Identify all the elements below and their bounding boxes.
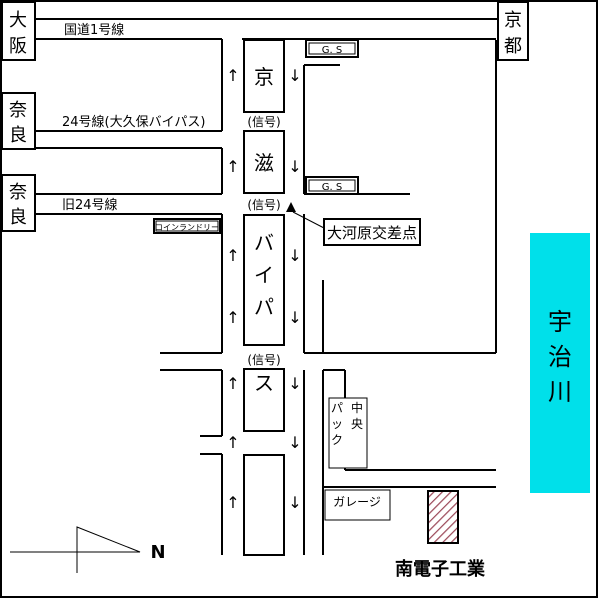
destination-signs: 大 阪 京 都 奈 良 奈 良 bbox=[1, 1, 529, 232]
up-arrow-icon: ↑ bbox=[226, 246, 239, 265]
gas-station-top-inner bbox=[308, 42, 356, 55]
garage-label: ガレージ bbox=[333, 495, 381, 509]
minami-denshi-building bbox=[427, 490, 459, 544]
sign-nara-char: 良 bbox=[9, 125, 27, 146]
down-arrow-icon: ↓ bbox=[288, 308, 301, 327]
north-label: N bbox=[150, 542, 165, 563]
river-char: 治 bbox=[548, 343, 572, 371]
sign-osaka-char: 阪 bbox=[9, 36, 27, 57]
sign-kyoto-char: 都 bbox=[504, 36, 522, 57]
median-char-shi: 滋 bbox=[254, 151, 274, 175]
sign-nara-char: 良 bbox=[9, 207, 27, 228]
median-su bbox=[243, 368, 285, 432]
uji-river bbox=[530, 233, 590, 493]
up-arrow-icon: ↑ bbox=[226, 66, 239, 85]
coin-laundry-inner bbox=[155, 220, 219, 232]
route1-label: 国道1号線 bbox=[64, 22, 124, 38]
median-bypass bbox=[243, 214, 285, 346]
north-arrow-icon bbox=[10, 526, 141, 573]
park-char: 中 bbox=[351, 400, 363, 415]
river-char: 川 bbox=[548, 378, 572, 406]
gas-station-bottom-inner bbox=[308, 179, 356, 192]
sign-nara-char: 奈 bbox=[9, 182, 27, 203]
signal-label-1: (信号) bbox=[247, 115, 280, 129]
down-arrow-icon: ↓ bbox=[288, 246, 301, 265]
park-char: 央 bbox=[351, 417, 363, 431]
intersection-marker-icon bbox=[286, 202, 296, 212]
up-arrow-icon: ↑ bbox=[226, 433, 239, 452]
sign-kyoto-char: 京 bbox=[504, 10, 522, 31]
coin-laundry bbox=[153, 218, 221, 234]
destination-label: 南電子工業 bbox=[395, 558, 486, 580]
park-char: ッ bbox=[331, 417, 343, 431]
coin-laundry-label: コインランドリー bbox=[155, 223, 219, 232]
signal-label-2: (信号) bbox=[247, 198, 280, 212]
park-char: パ bbox=[331, 401, 343, 415]
median-char-ba: バ bbox=[254, 231, 274, 255]
central-park bbox=[328, 397, 368, 469]
median-shiga bbox=[243, 130, 285, 194]
ookawara-label: 大河原交差点 bbox=[327, 224, 417, 242]
down-arrow-icon: ↓ bbox=[288, 493, 301, 512]
up-arrow-icon: ↑ bbox=[226, 157, 239, 176]
median-char-su: ス bbox=[254, 371, 274, 395]
sign-kyoto bbox=[497, 1, 529, 61]
gas-station-top bbox=[305, 39, 359, 58]
median-char-i: イ bbox=[254, 263, 274, 287]
median-char-kyo: 京 bbox=[254, 65, 274, 89]
sign-osaka-char: 大 bbox=[9, 10, 27, 31]
median-lower bbox=[243, 454, 285, 556]
up-arrow-icon: ↑ bbox=[226, 374, 239, 393]
down-arrow-icon: ↓ bbox=[288, 374, 301, 393]
ookawara-box bbox=[323, 218, 421, 246]
bypass-median bbox=[243, 39, 285, 556]
central-park-label: 中 央 パ ッ ク bbox=[331, 400, 363, 447]
intersection-leader bbox=[292, 211, 325, 229]
north-arrow-head bbox=[76, 526, 141, 553]
up-arrow-icon: ↑ bbox=[226, 493, 239, 512]
median-char-pa: パ bbox=[254, 295, 274, 319]
vertical-roads bbox=[221, 39, 497, 555]
down-arrow-icon: ↓ bbox=[288, 433, 301, 452]
down-arrow-icon: ↓ bbox=[288, 157, 301, 176]
signal-label-3: (信号) bbox=[247, 353, 280, 367]
gas-station-top-label: G. S bbox=[322, 45, 342, 56]
gas-station-bottom bbox=[305, 176, 359, 195]
down-arrow-icon: ↓ bbox=[288, 66, 301, 85]
direction-arrows: ↑ ↓ ↑ ↓ ↑ ↓ ↑ ↓ ↑ ↓ ↑ ↓ ↑ ↓ bbox=[226, 66, 301, 512]
gas-station-bottom-label: G. S bbox=[322, 182, 342, 193]
garage bbox=[324, 489, 391, 521]
park-char: ク bbox=[331, 433, 343, 447]
river-char: 宇 bbox=[548, 308, 572, 336]
route24-label: 24号線(大久保バイパス) bbox=[62, 114, 205, 130]
sign-nara-top bbox=[1, 92, 36, 150]
median-kyoto bbox=[243, 39, 285, 113]
sign-nara-char: 奈 bbox=[9, 100, 27, 121]
up-arrow-icon: ↑ bbox=[226, 308, 239, 327]
old-route24-label: 旧24号線 bbox=[62, 197, 118, 213]
